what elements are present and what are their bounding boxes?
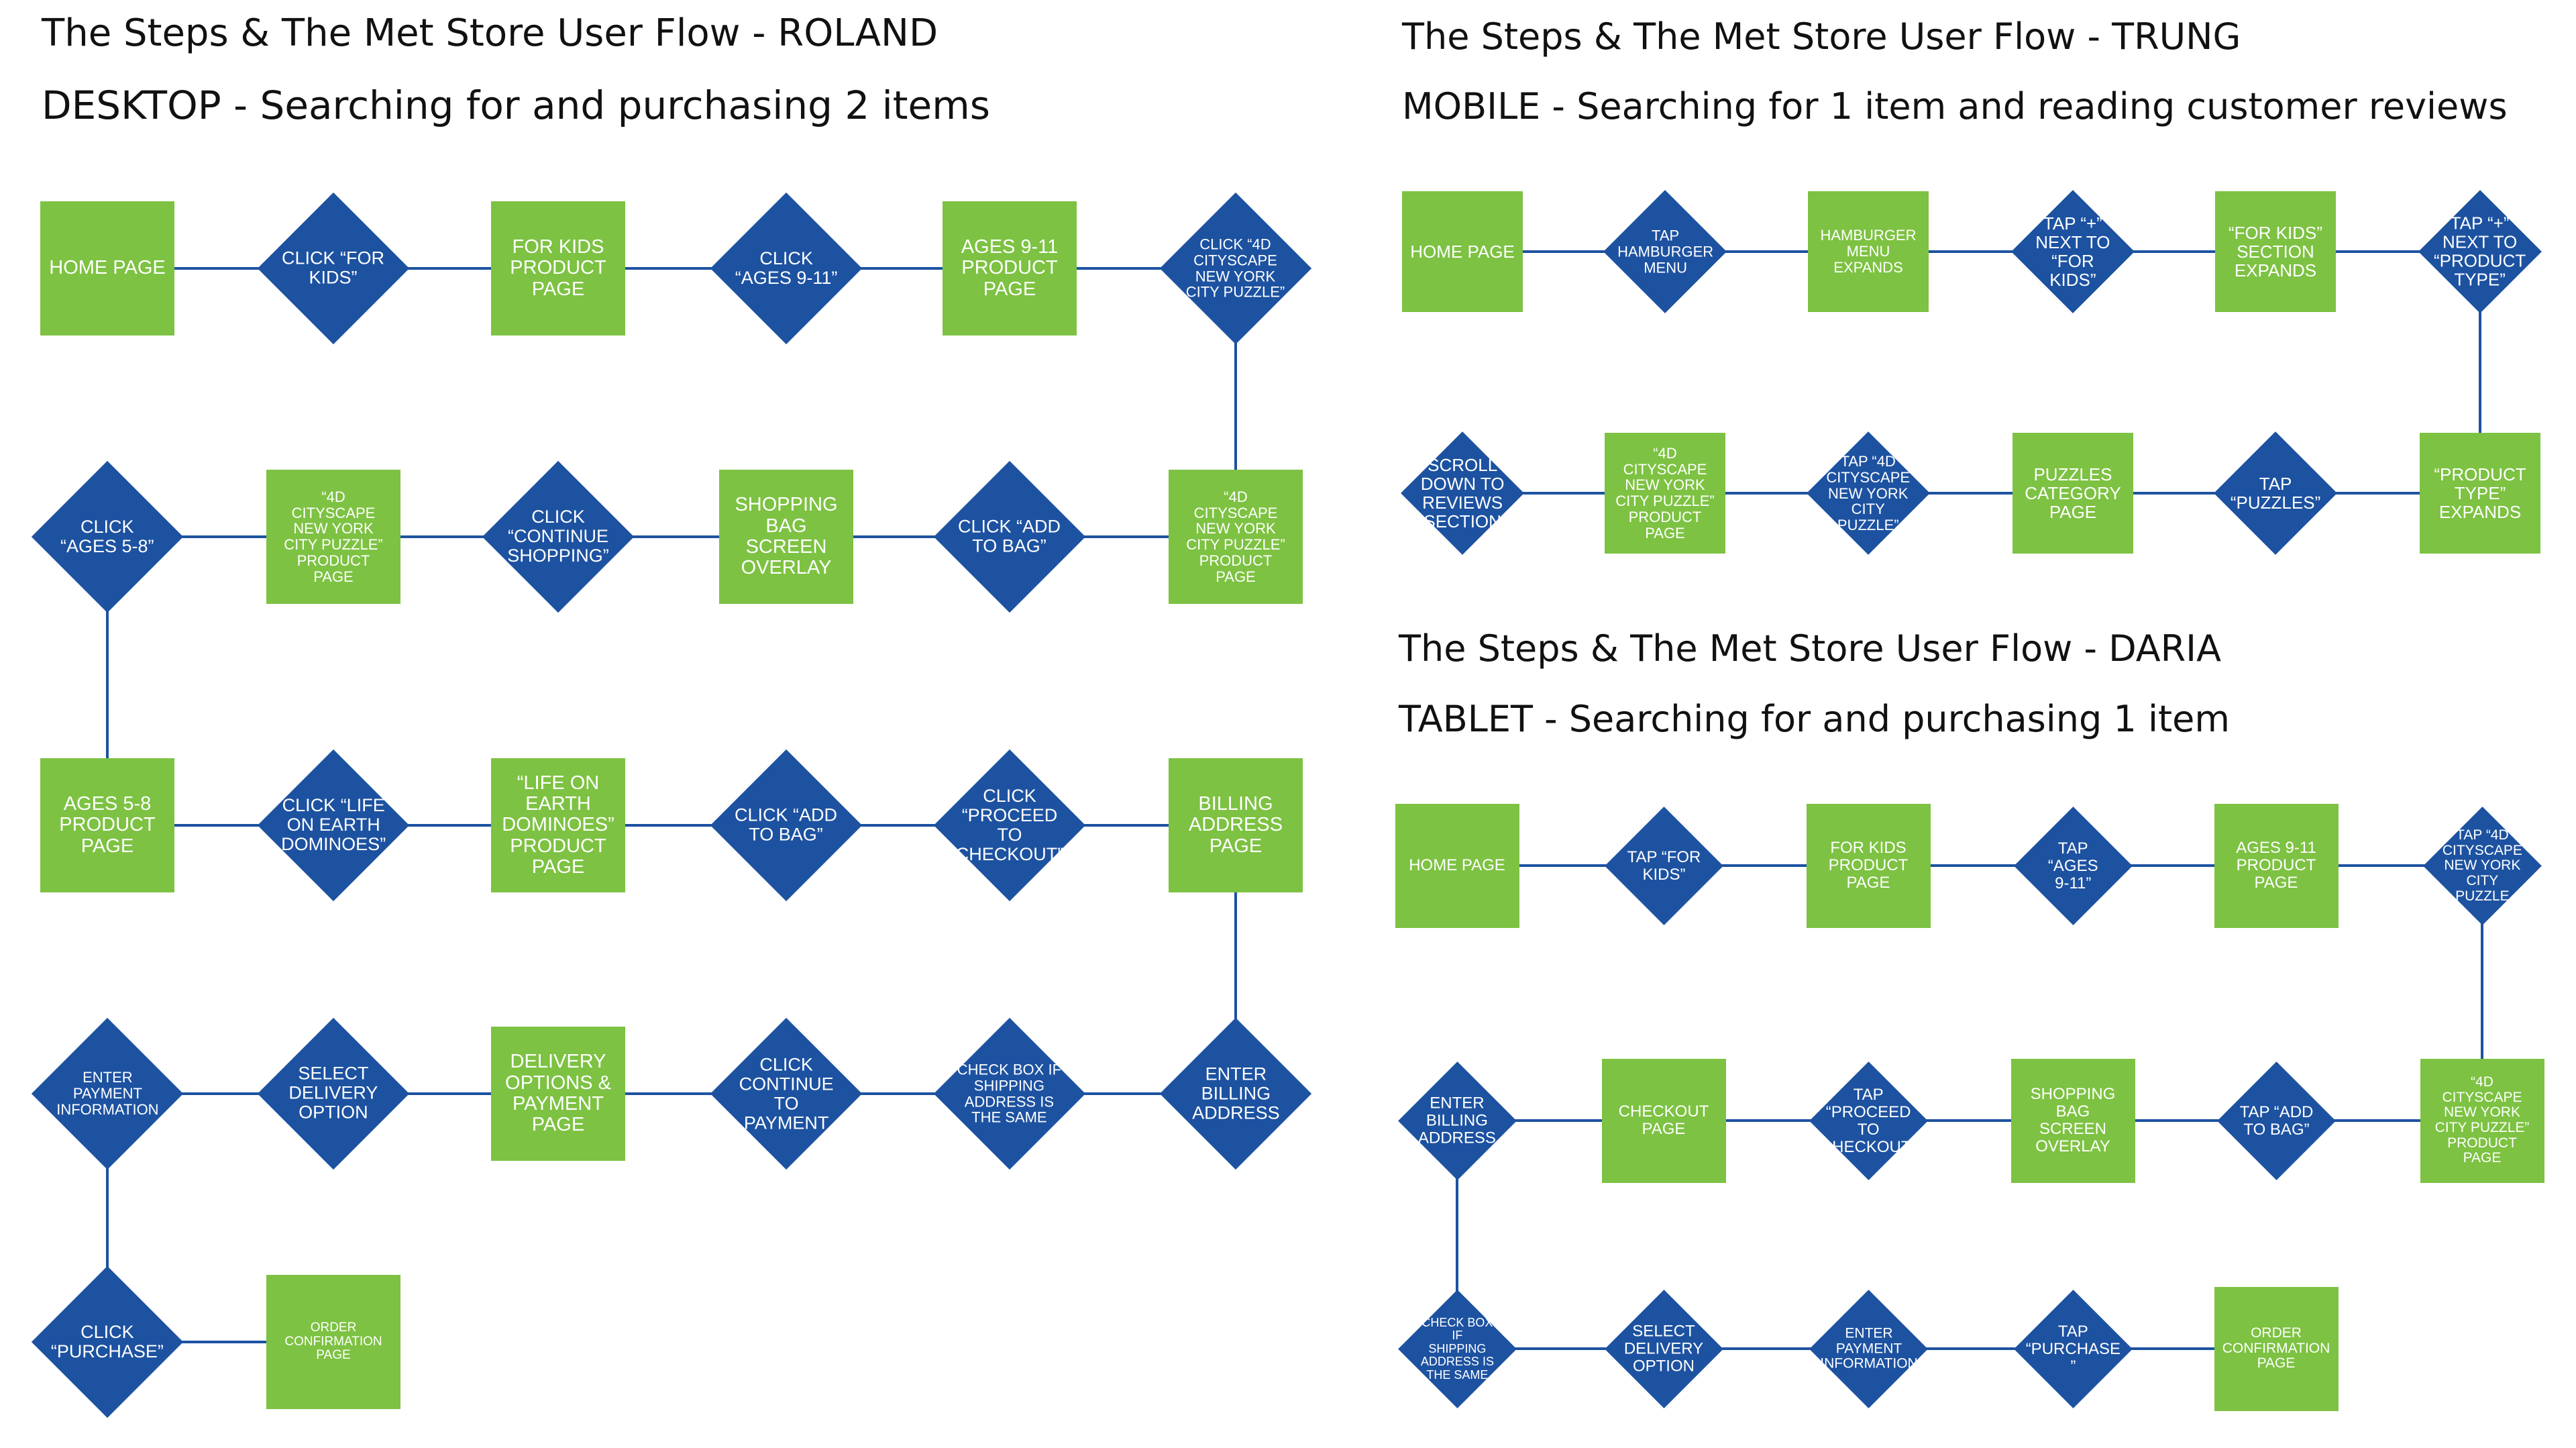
page-node-d7: “4D CITYSCAPE NEW YORK CITY PUZZLE” PROD… [2420, 1058, 2544, 1183]
node-label: TAP “4D CITYSCAPE NEW YORK CITY PUZZLE [2442, 827, 2522, 904]
node-label: HOME PAGE [1409, 856, 1505, 875]
page-node-r13: AGES 5-8 PRODUCT PAGE [40, 758, 174, 892]
node-label: ENTER BILLING ADDRESS [1191, 1064, 1280, 1123]
node-label: “4D CITYSCAPE NEW YORK CITY PUZZLE” PROD… [284, 488, 383, 585]
node-label: “PRODUCT TYPE” EXPANDS [2434, 464, 2526, 523]
node-label: SELECT DELIVERY OPTION [288, 1064, 378, 1123]
node-label: CHECK BOX IF SHIPPING ADDRESS IS THE SAM… [1420, 1315, 1494, 1382]
node-label: TAP “FOR KIDS” [1627, 847, 1701, 883]
page-node-r1: HOME PAGE [40, 201, 174, 335]
page-node-d5: AGES 9-11 PRODUCT PAGE [2214, 803, 2339, 928]
node-label: CLICK CONTINUE TO PAYMENT [739, 1053, 834, 1133]
node-label: CHECK BOX IF SHIPPING ADDRESS IS THE SAM… [957, 1061, 1062, 1126]
page-node-r22: DELIVERY OPTIONS & PAYMENT PAGE [491, 1027, 625, 1161]
node-label: “4D CITYSCAPE NEW YORK CITY PUZZLE” PROD… [1186, 488, 1285, 585]
node-label: TAP HAMBURGER MENU [1617, 227, 1713, 276]
node-label: AGES 9-11 PRODUCT PAGE [2236, 839, 2316, 892]
daria-title: The Steps & The Met Store User Flow - DA… [1399, 627, 2222, 670]
node-label: FOR KIDS PRODUCT PAGE [1828, 839, 1909, 892]
page-node-r11: “4D CITYSCAPE NEW YORK CITY PUZZLE” PROD… [266, 470, 400, 604]
page-node-d9: SHOPPING BAG SCREEN OVERLAY [2010, 1058, 2135, 1183]
node-label: “FOR KIDS” SECTION EXPANDS [2228, 222, 2323, 281]
node-label: HOME PAGE [49, 257, 166, 279]
node-label: ORDER CONFIRMATION PAGE [284, 1321, 382, 1363]
node-label: SELECT DELIVERY OPTION [1623, 1322, 1704, 1375]
page-node-t3: HAMBURGER MENU EXPANDS [1808, 191, 1929, 312]
page-node-t11: “4D CITYSCAPE NEW YORK CITY PUZZLE” PROD… [1605, 433, 1725, 554]
page-node-t7: “PRODUCT TYPE” EXPANDS [2420, 433, 2540, 554]
page-node-r18: BILLING ADDRESS PAGE [1169, 758, 1303, 892]
node-label: TAP “PUZZLES” [2230, 473, 2321, 513]
node-label: TAP “4D CITYSCAPE NEW YORK CITY PUZZLE” [1826, 452, 1911, 533]
node-label: HOME PAGE [1410, 241, 1515, 262]
node-label: CHECKOUT PAGE [1618, 1102, 1709, 1138]
node-label: SHOPPING BAG SCREEN OVERLAY [735, 494, 838, 579]
page-node-r7: “4D CITYSCAPE NEW YORK CITY PUZZLE” PROD… [1169, 470, 1303, 604]
node-label: BILLING ADDRESS PAGE [1188, 793, 1283, 857]
roland-subtitle: DESKTOP - Searching for and purchasing 2… [42, 83, 990, 128]
roland-title: The Steps & The Met Store User Flow - RO… [42, 11, 938, 55]
trung-title: The Steps & The Met Store User Flow - TR… [1402, 15, 2241, 58]
page-node-d3: FOR KIDS PRODUCT PAGE [1806, 803, 1931, 928]
node-label: AGES 5-8 PRODUCT PAGE [59, 793, 156, 857]
daria-subtitle: TABLET - Searching for and purchasing 1 … [1399, 698, 2230, 740]
page-node-d11: CHECKOUT PAGE [1601, 1058, 1726, 1183]
page-node-r26: ORDER CONFIRMATION PAGE [266, 1275, 400, 1409]
page-node-r3: FOR KIDS PRODUCT PAGE [491, 201, 625, 335]
node-label: DELIVERY OPTIONS & PAYMENT PAGE [505, 1051, 611, 1136]
page-node-t5: “FOR KIDS” SECTION EXPANDS [2215, 191, 2336, 312]
node-label: TAP “+” NEXT TO “FOR KIDS” [2035, 213, 2110, 291]
node-label: “4D CITYSCAPE NEW YORK CITY PUZZLE” PROD… [2434, 1074, 2530, 1166]
node-label: CLICK “FOR KIDS” [282, 248, 385, 288]
node-label: CLICK “CONTINUE SHOPPING” [507, 507, 609, 566]
node-label: TAP “AGES 9-11” [2047, 839, 2098, 892]
page-node-r15: “LIFE ON EARTH DOMINOES” PRODUCT PAGE [491, 758, 625, 892]
page-node-d17: ORDER CONFIRMATION PAGE [2214, 1286, 2339, 1411]
node-label: CLICK “ADD TO BAG” [958, 516, 1061, 556]
trung-subtitle: MOBILE - Searching for 1 item and readin… [1402, 85, 2508, 127]
node-label: HAMBURGER MENU EXPANDS [1820, 227, 1917, 276]
node-label: ENTER PAYMENT INFORMATION [1819, 1325, 1917, 1372]
page-node-d1: HOME PAGE [1395, 803, 1519, 928]
node-label: CLICK “ADD TO BAG” [735, 805, 838, 845]
node-label: TAP “+” NEXT TO “PRODUCT TYPE” [2434, 213, 2526, 291]
node-label: CLICK “LIFE ON EARTH DOMINOES” [280, 795, 386, 855]
node-label: “4D CITYSCAPE NEW YORK CITY PUZZLE” PROD… [1615, 444, 1715, 541]
node-label: CLICK “PROCEED TO CHECKOUT” [955, 785, 1064, 865]
node-label: ENTER BILLING ADDRESS [1417, 1094, 1497, 1147]
node-label: CLICK “4D CITYSCAPE NEW YORK CITY PUZZLE… [1186, 236, 1285, 301]
node-label: AGES 9-11 PRODUCT PAGE [961, 236, 1059, 300]
node-label: TAP “PROCEED TO CHECKOUT” [1820, 1085, 1917, 1155]
node-label: SHOPPING BAG SCREEN OVERLAY [2030, 1085, 2116, 1155]
node-label: CLICK “AGES 9-11” [735, 248, 838, 288]
page-node-t9: PUZZLES CATEGORY PAGE [2012, 433, 2133, 554]
node-label: ORDER CONFIRMATION PAGE [2222, 1325, 2330, 1372]
node-label: CLICK “AGES 5-8” [60, 516, 154, 556]
node-label: SCROLL DOWN TO REVIEWS SECTION [1420, 454, 1505, 532]
page-node-r5: AGES 9-11 PRODUCT PAGE [943, 201, 1077, 335]
page-node-t1: HOME PAGE [1402, 191, 1523, 312]
node-label: “LIFE ON EARTH DOMINOES” PRODUCT PAGE [502, 772, 614, 878]
node-label: PUZZLES CATEGORY PAGE [2025, 464, 2121, 523]
page-node-r9: SHOPPING BAG SCREEN OVERLAY [719, 470, 853, 604]
node-label: TAP “ADD TO BAG” [2239, 1102, 2313, 1138]
node-label: ENTER PAYMENT INFORMATION [56, 1069, 159, 1118]
node-label: CLICK “PURCHASE” [50, 1321, 164, 1362]
node-label: TAP “PURCHASE ” [2025, 1322, 2121, 1375]
node-label: FOR KIDS PRODUCT PAGE [510, 236, 606, 300]
